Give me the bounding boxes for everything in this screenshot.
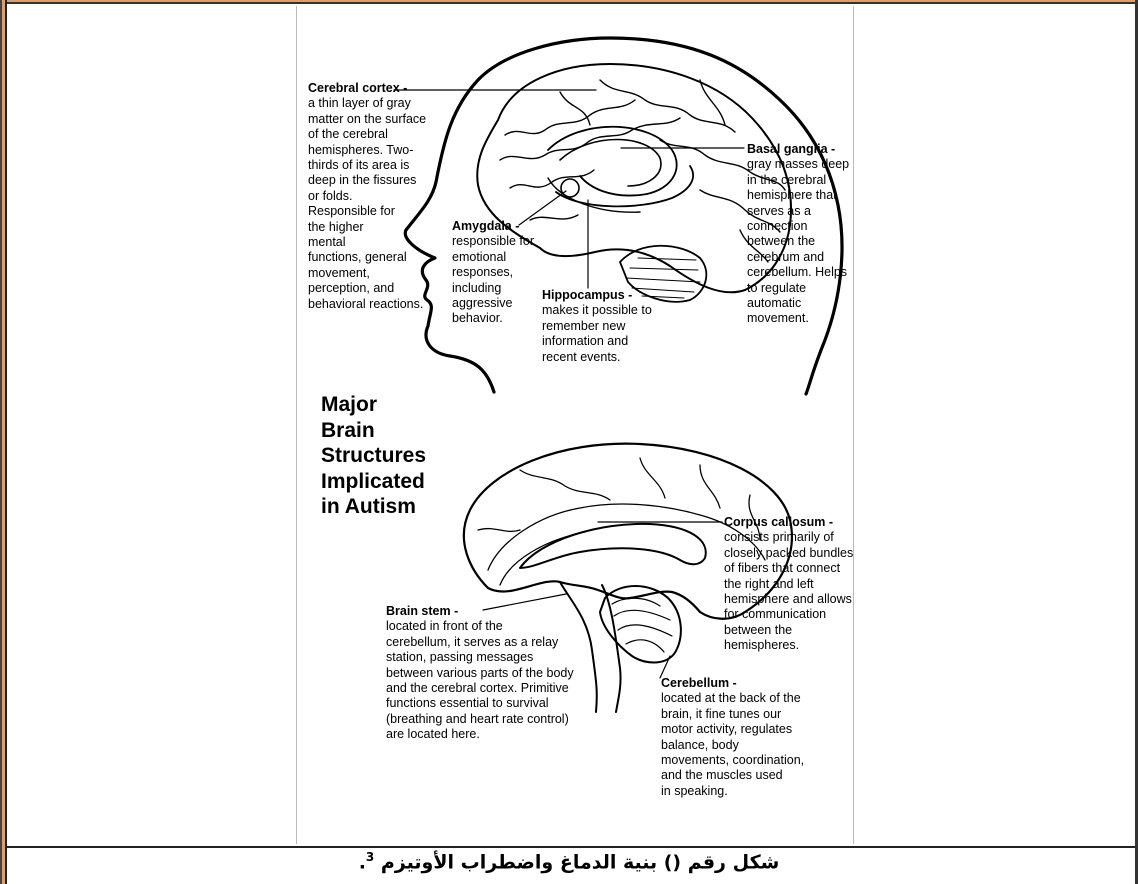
label-description: consists primarily of closely packed bun… [724, 530, 853, 653]
label-description: gray masses deep in the cerebral hemisph… [747, 157, 849, 326]
lower-cerebellum-shape [600, 586, 681, 663]
corpus-callosum-shape [520, 524, 706, 568]
label-hippocampus: Hippocampus - makes it possible to remem… [542, 288, 652, 365]
label-title: Corpus callosum - [724, 515, 853, 530]
label-title: Cerebellum - [661, 676, 804, 691]
label-description: responsible for emotional responses, inc… [452, 234, 534, 326]
figure-caption: شكل رقم () بنية الدماغ واضطراب الأوتيزم … [0, 850, 1138, 873]
label-title: Cerebral cortex - [308, 81, 426, 96]
label-description: makes it possible to remember new inform… [542, 303, 652, 365]
label-description: located at the back of the brain, it fin… [661, 691, 804, 799]
label-title: Brain stem - [386, 604, 574, 619]
amygdala-shape [561, 179, 579, 197]
label-corpus-callosum: Corpus callosum - consists primarily of … [724, 515, 853, 654]
caption-end: . [359, 851, 366, 873]
label-title: Hippocampus - [542, 288, 652, 303]
label-amygdala: Amygdala - responsible for emotional res… [452, 219, 534, 327]
label-description: a thin layer of gray matter on the surfa… [308, 96, 426, 312]
diagram-title: Major Brain Structures Implicated in Aut… [321, 392, 426, 520]
label-basal-ganglia: Basal ganglia - gray masses deep in the … [747, 142, 849, 327]
label-description: located in front of the cerebellum, it s… [386, 619, 574, 742]
caption-text: شكل رقم () بنية الدماغ واضطراب الأوتيزم [381, 851, 779, 873]
label-title: Basal ganglia - [747, 142, 849, 157]
label-brain-stem: Brain stem - located in front of the cer… [386, 604, 574, 743]
basal-ganglia-shape [548, 127, 677, 196]
label-title: Amygdala - [452, 219, 534, 234]
caption-reference: 3 [366, 850, 374, 864]
label-cerebral-cortex: Cerebral cortex - a thin layer of gray m… [308, 81, 426, 312]
hippocampus-shape [556, 166, 693, 206]
label-cerebellum: Cerebellum - located at the back of the … [661, 676, 804, 799]
